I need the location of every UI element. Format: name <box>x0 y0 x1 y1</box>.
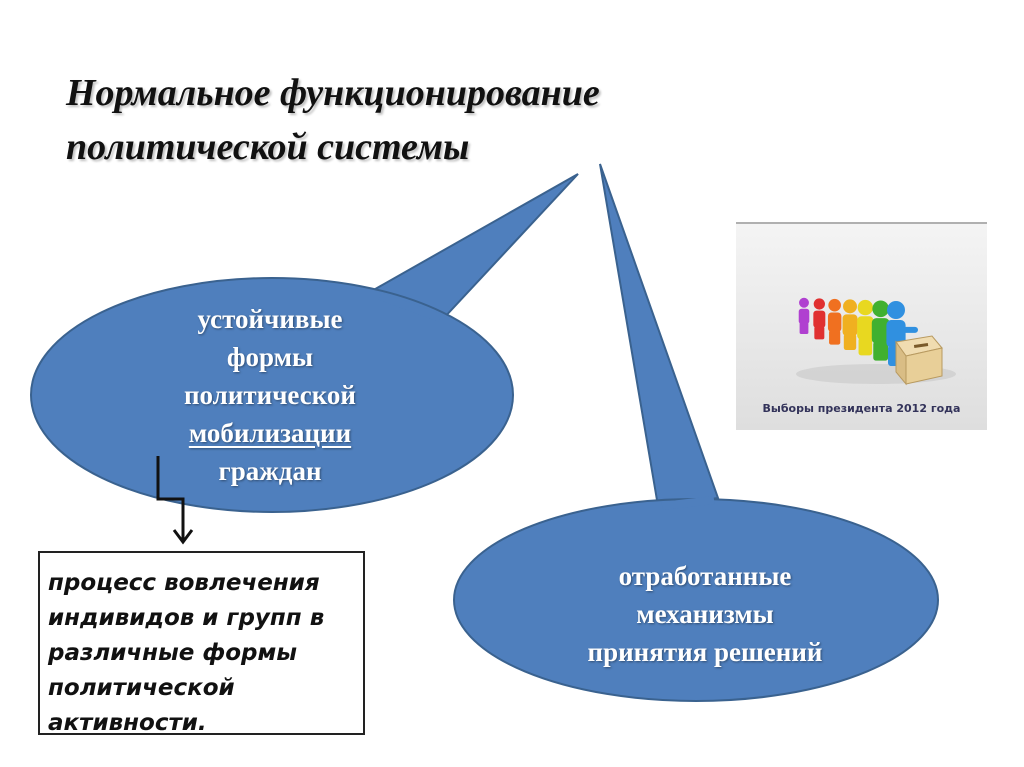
voter-figure <box>857 299 874 356</box>
bubble-left-text: устойчивые формы политической мобилизаци… <box>130 300 410 490</box>
definition-line-3: различные формы <box>48 640 298 666</box>
bubble-left-line-5: граждан <box>218 456 322 486</box>
bubble-right-line-1: отработанные <box>618 561 792 591</box>
voters-illustration <box>796 297 956 386</box>
bubble-left-line-4: мобилизации <box>188 418 352 448</box>
bubble-left-line-1: устойчивые <box>197 304 343 334</box>
ballot-box-icon <box>895 335 943 386</box>
voter-figure <box>798 297 810 334</box>
image-caption: Выборы президента 2012 года <box>762 402 961 415</box>
definition-line-2: индивидов и групп в <box>48 605 325 631</box>
definition-line-1: процесс вовлечения <box>48 570 320 596</box>
bubble-right-tail <box>599 163 720 508</box>
speech-bubble-left <box>30 173 579 513</box>
bubble-left-body <box>30 277 514 513</box>
election-image: Выборы президента 2012 года <box>736 222 987 430</box>
voter-figure <box>871 300 890 361</box>
bubble-left-line-3: политической <box>183 380 356 410</box>
definition-box: процесс вовлечения индивидов и групп в р… <box>38 551 365 736</box>
voter-figures <box>798 297 918 366</box>
voter-figure <box>827 298 842 345</box>
bubble-right-text: отработанные механизмы принятия решений <box>500 557 910 671</box>
bubble-left-line-2: формы <box>226 342 314 372</box>
definition-line-4: политической <box>48 675 235 701</box>
bubble-right-line-3: принятия решений <box>587 637 823 667</box>
bubble-right-line-2: механизмы <box>636 599 774 629</box>
slide-title: Нормальное функционирование политической… <box>66 66 766 174</box>
arrow-head-icon <box>172 529 194 545</box>
title-line-1: Нормальное функционирование <box>66 72 600 114</box>
definition-line-5: активности. <box>48 710 207 736</box>
connector-arrow <box>156 456 194 545</box>
title-line-2: политической системы <box>66 126 470 168</box>
voter-figure <box>842 299 858 350</box>
speech-bubble-right <box>453 163 939 702</box>
voter-figure <box>813 298 826 340</box>
